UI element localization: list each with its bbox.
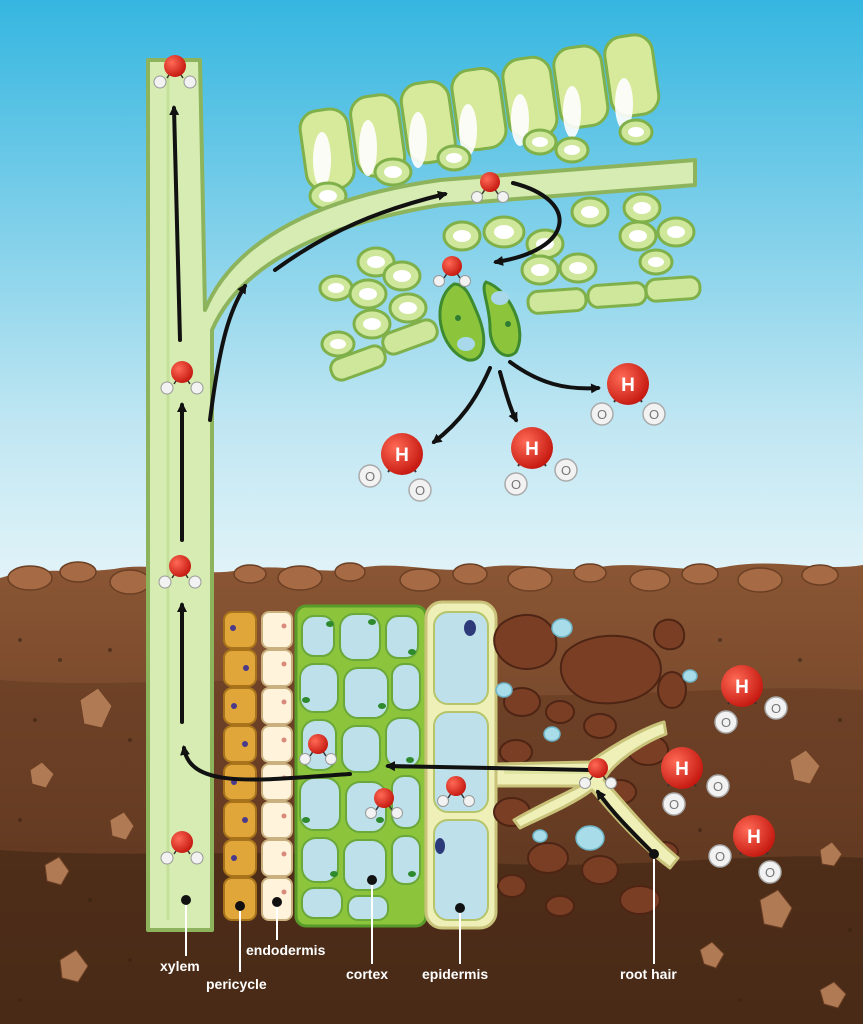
water-molecule-large: H O O <box>358 433 432 502</box>
oxygen-label: O <box>649 407 659 422</box>
leaf-spongy-cells <box>308 118 696 358</box>
water-molecule-large: H O O <box>661 747 730 816</box>
water-molecule <box>579 758 617 789</box>
label-epidermis: epidermis <box>422 966 489 982</box>
endodermis-cells <box>261 611 293 921</box>
stoma-guard-cells <box>438 280 522 362</box>
oxygen-label: O <box>669 797 679 812</box>
water-molecule-large: H O O <box>708 815 782 884</box>
hydrogen-label: H <box>621 375 635 396</box>
water-molecule <box>299 734 337 765</box>
soil-particles <box>493 613 687 917</box>
oxygen-label: O <box>765 865 775 880</box>
label-pointers <box>181 849 659 972</box>
label-root-hair: root hair <box>620 966 677 982</box>
hydrogen-label: H <box>747 827 761 848</box>
label-endodermis: endodermis <box>246 942 326 958</box>
oxygen-label: O <box>597 407 607 422</box>
oxygen-label: O <box>365 469 375 484</box>
oxygen-label: O <box>713 779 723 794</box>
leaf-lower-epidermis <box>329 275 702 382</box>
cortex <box>294 604 428 928</box>
water-molecule <box>433 256 471 287</box>
hydrogen-label: H <box>525 439 539 460</box>
water-molecule <box>437 776 475 807</box>
oxygen-label: O <box>561 463 571 478</box>
oxygen-label: O <box>771 701 781 716</box>
oxygen-label: O <box>511 477 521 492</box>
label-cortex: cortex <box>346 966 389 982</box>
water-molecules: H O O H O O H O O H O <box>153 55 788 884</box>
water-molecule-large: H O O <box>714 665 788 734</box>
water-molecule <box>153 55 197 89</box>
water-molecule <box>365 788 403 819</box>
oxygen-label: O <box>715 849 725 864</box>
water-molecule <box>158 555 202 589</box>
water-molecule <box>160 831 204 865</box>
water-molecule-large: H O O <box>504 427 578 496</box>
label-xylem: xylem <box>160 958 200 974</box>
hydrogen-label: H <box>675 759 689 780</box>
hydrogen-label: H <box>735 677 749 698</box>
water-flow-arrows <box>169 105 654 854</box>
water-molecule <box>160 361 204 395</box>
oxygen-label: O <box>721 715 731 730</box>
soil-water-droplets <box>495 618 698 851</box>
pericycle-cells <box>223 611 257 921</box>
water-molecule-large: H O O <box>590 363 666 426</box>
water-molecule <box>471 172 509 203</box>
hydrogen-label: H <box>395 445 409 466</box>
oxygen-label: O <box>415 483 425 498</box>
label-pericycle: pericycle <box>206 976 267 992</box>
